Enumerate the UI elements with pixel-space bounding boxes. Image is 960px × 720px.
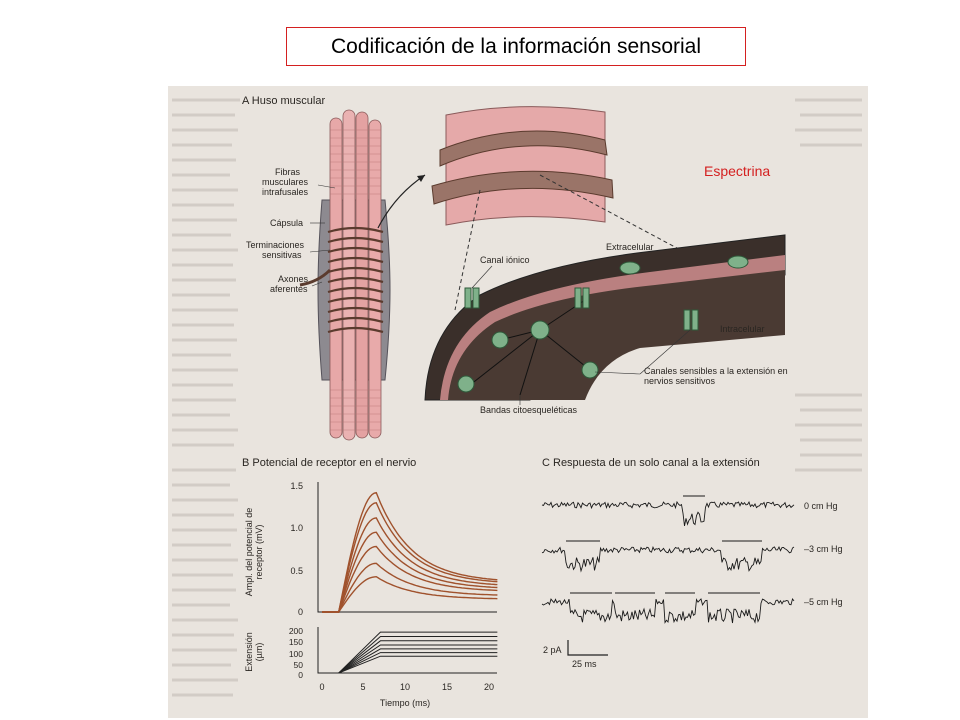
label-endings-2: sensitivas [262, 250, 302, 260]
receptor-potential-curve [322, 562, 498, 613]
ytick-label: 100 [289, 649, 303, 659]
ion-channel [619, 261, 641, 275]
enlargement-arrowhead [417, 175, 425, 182]
label-cytoskeletal: Bandas citoesqueléticas [480, 405, 578, 415]
trace-label: –5 cm Hg [804, 597, 843, 607]
trace-label: 0 cm Hg [804, 501, 838, 511]
ion-channel [574, 287, 590, 309]
panel-a-labels: Fibras musculares intrafusales Cápsula T… [246, 167, 309, 294]
xtick-label: 5 [360, 682, 365, 692]
ion-channel [457, 375, 475, 393]
label-fibers-1: Fibras [275, 167, 301, 177]
lower-y-axis-label-1: Extensión [244, 632, 254, 672]
ion-channel [683, 309, 699, 331]
single-channel-traces [541, 495, 795, 624]
fiber-segment-enlarged [445, 106, 606, 226]
label-extracellular: Extracelular [606, 242, 654, 252]
xtick-label: 0 [319, 682, 324, 692]
panel-a-section-leaders [471, 265, 691, 405]
channel-current-trace [541, 500, 795, 526]
xtick-label: 20 [484, 682, 494, 692]
intrafusal-fibers [329, 109, 382, 441]
membrane-dark-surface [448, 270, 785, 400]
scan-text-texture [172, 98, 862, 697]
panel-c-title: C Respuesta de un solo canal a la extens… [542, 457, 760, 469]
panel-b-upper-yticks: 1.5 1.0 0.5 0 [290, 481, 303, 617]
upper-y-axis-label-1: Ampl. del potencial de [244, 508, 254, 597]
xtick-label: 10 [400, 682, 410, 692]
stretch-curves [322, 631, 498, 674]
ytick-label: 50 [294, 660, 304, 670]
stretch-curve [322, 652, 498, 674]
channel-current-trace [541, 545, 795, 573]
label-stretch-channels-1: Canales sensibles a la extensión en [644, 366, 788, 376]
upper-y-axis-label-2: receptor (mV) [254, 524, 264, 579]
panel-b-xticks: 0 5 10 15 20 [319, 682, 494, 692]
panel-a-leader-lines [309, 184, 336, 287]
scale-bar [567, 640, 608, 656]
fiber-striations [330, 129, 381, 431]
panel-b-lower-axis [317, 627, 497, 674]
panel-b-upper-axis [317, 482, 497, 613]
slide-title: Codificación de la información sensorial [286, 27, 746, 66]
lower-y-axis-label-2: (µm) [254, 643, 264, 662]
label-axons-1: Axones [278, 274, 309, 284]
label-axons-2: aferentes [270, 284, 308, 294]
panel-b-lower-yticks: 200 150 100 50 0 [289, 626, 303, 680]
ytick-label: 1.5 [290, 481, 303, 491]
ytick-label: 0 [298, 670, 303, 680]
afferent-axon [299, 268, 332, 287]
trace-label: –3 cm Hg [804, 544, 843, 554]
ion-channel [530, 320, 550, 340]
panel-b-title: B Potencial de receptor en el nervio [242, 457, 416, 469]
stretch-curve [322, 655, 498, 674]
label-fibers-2: musculares [262, 177, 309, 187]
trace-labels: 0 cm Hg –3 cm Hg –5 cm Hg [804, 501, 843, 607]
label-capsule: Cápsula [270, 218, 303, 228]
ion-channel [491, 331, 509, 349]
ion-channel [464, 287, 480, 309]
receptor-potential-curve [322, 502, 498, 613]
ytick-label: 200 [289, 626, 303, 636]
receptor-potential-curve [322, 491, 498, 613]
channel-current-trace [541, 598, 795, 624]
receptor-potential-curves [322, 491, 498, 613]
ytick-label: 0.5 [290, 566, 303, 576]
ytick-label: 150 [289, 637, 303, 647]
spectrin-annotation: Espectrina [704, 163, 771, 179]
ytick-label: 1.0 [290, 523, 303, 533]
receptor-potential-curve [322, 531, 498, 613]
ion-channel [727, 255, 749, 269]
receptor-potential-curve [322, 517, 498, 613]
scale-current-label: 2 pA [543, 645, 562, 655]
sensory-endings [327, 226, 384, 334]
label-endings-1: Terminaciones [246, 240, 305, 250]
label-ion-channel: Canal iónico [480, 255, 530, 265]
ytick-label: 0 [298, 607, 303, 617]
receptor-potential-curve [322, 575, 498, 613]
x-axis-label: Tiempo (ms) [380, 698, 430, 708]
panel-a-section-labels: Canal iónico Extracelular Intracelular C… [480, 242, 788, 415]
ion-channel [581, 361, 599, 379]
receptor-potential-curve [322, 545, 498, 613]
nerve-ending-coil [431, 130, 614, 205]
ion-channels [457, 255, 749, 393]
label-fibers-3: intrafusales [262, 187, 309, 197]
scale-time-label: 25 ms [572, 659, 597, 669]
label-intracellular: Intracelular [720, 324, 765, 334]
label-stretch-channels-2: nervios sensitivos [644, 376, 716, 386]
panel-a-title: A Huso muscular [242, 95, 325, 107]
zoom-guide-lines [454, 174, 691, 311]
xtick-label: 15 [442, 682, 452, 692]
